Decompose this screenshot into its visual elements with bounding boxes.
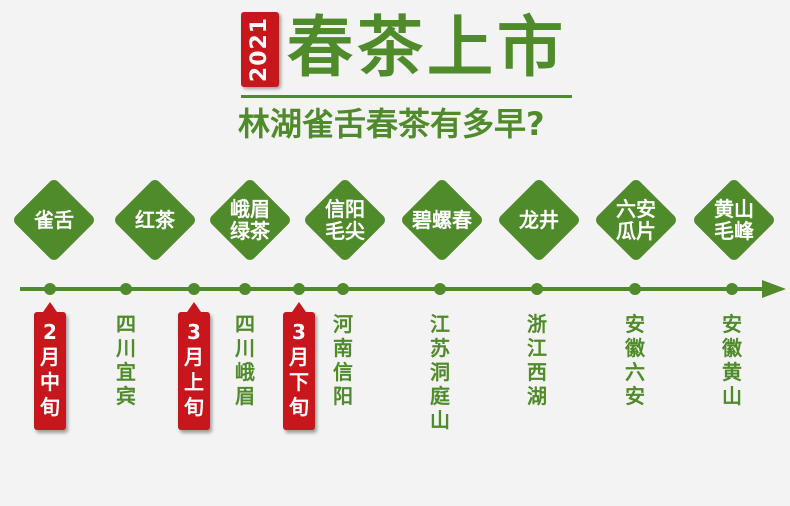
title-divider [241,95,572,98]
tea-diamond-huangshan-maofeng: 黄山 毛峰 [690,176,778,264]
tea-diamond-longjing: 龙井 [495,176,583,264]
origin-label: 安徽六安 [625,312,645,408]
tea-name: 信阳 毛尖 [325,197,365,243]
tea-diamond-xinyang-maojian: 信阳 毛尖 [301,176,389,264]
date-tag-mar-early: 3月上旬 [178,302,210,430]
origin-label: 安徽黄山 [722,312,742,408]
tea-diamond-hongcha: 红茶 [111,176,199,264]
date-tag-feb-mid: 2月中旬 [34,302,66,430]
page-subtitle: 林湖雀舌春茶有多早? [238,105,545,143]
year-text: 2021 [247,16,273,83]
tea-name: 六安 瓜片 [616,197,656,243]
tea-name: 碧螺春 [412,208,472,232]
tea-diamond-luan-guapian: 六安 瓜片 [592,176,680,264]
tea-name: 龙井 [519,208,559,232]
date-tag-text: 2月中旬 [40,320,60,419]
timeline-dot [337,283,349,295]
tea-name: 黄山 毛峰 [714,197,754,243]
tea-diamond-biluochun: 碧螺春 [398,176,486,264]
date-tag-text: 3月下旬 [289,320,309,419]
year-badge: 2021 [241,12,279,87]
header: 2021 春茶上市 林湖雀舌春茶有多早? [0,0,790,160]
date-tag-mar-late: 3月下旬 [283,302,315,430]
origin-label: 浙江西湖 [527,312,547,408]
tea-name: 雀舌 [34,208,74,232]
tea-diamond-queshe: 雀舌 [10,176,98,264]
tea-name: 峨眉 绿茶 [230,197,270,243]
origin-label: 江苏洞庭山 [430,312,450,432]
timeline-dot [434,283,446,295]
origin-label: 河南信阳 [333,312,353,408]
timeline-dot [293,283,305,295]
timeline-dot [629,283,641,295]
timeline-dot [531,283,543,295]
tea-diamond-emei-lvcha: 峨眉 绿茶 [206,176,294,264]
origin-label: 四川峨眉 [235,312,255,408]
timeline-axis [20,287,765,291]
timeline-dot [120,283,132,295]
tea-name: 红茶 [135,208,175,232]
date-tag-text: 3月上旬 [184,320,204,419]
timeline-arrow-icon [762,280,786,298]
timeline-dot [188,283,200,295]
page-title: 春茶上市 [287,9,567,86]
origin-label: 四川宜宾 [116,312,136,408]
timeline-dot [44,283,56,295]
timeline-dot [726,283,738,295]
timeline-dot [239,283,251,295]
